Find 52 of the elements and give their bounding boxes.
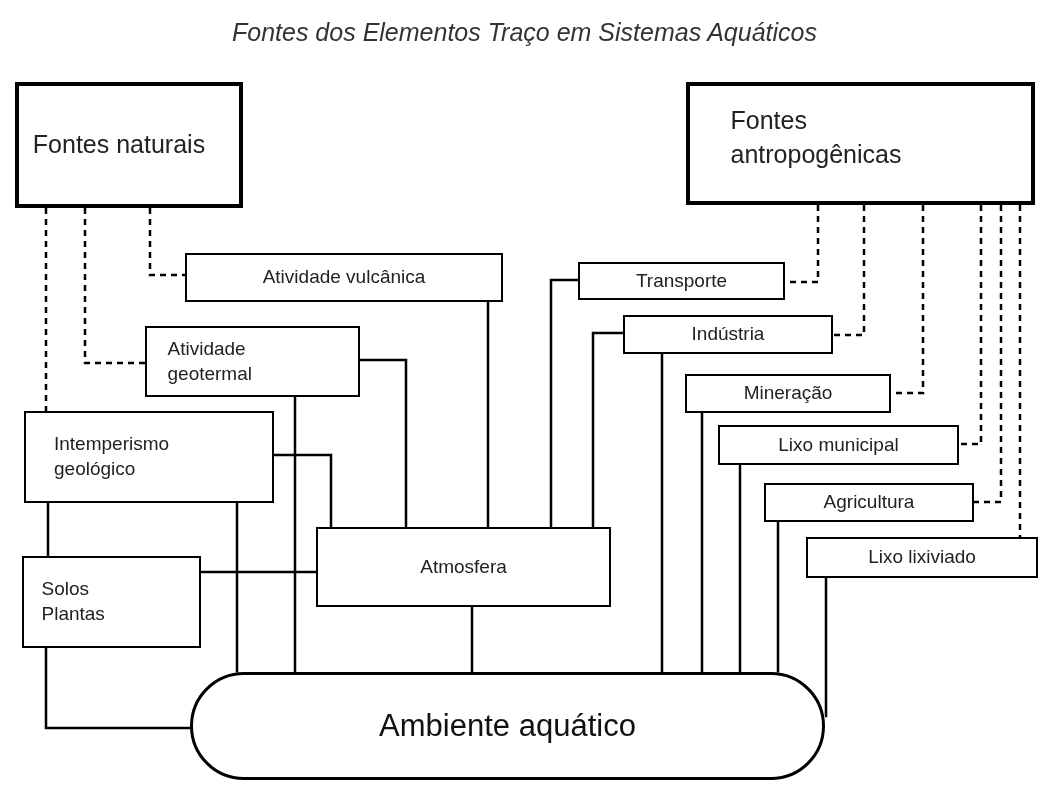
node-label: Atividade vulcânica [262,265,426,290]
process-box [578,262,785,300]
connector-line [660,354,664,672]
connector-line [591,331,623,527]
connector-line [360,358,408,527]
diagram-title: Fontes dos Elementos Traço em Sistemas Aquáticos [231,18,818,47]
connector-line [486,302,490,527]
dashed-connector [148,208,185,277]
node-label: Intemperismo geológico [54,432,171,481]
connector-line [776,522,780,673]
connector-line [293,397,297,672]
connector-line [46,503,50,556]
dashed-connector [959,205,983,446]
source-box [15,82,243,208]
node-label: Transporte [635,268,728,293]
node-label: Mineração [743,381,833,406]
process-box [764,483,974,522]
node-label: Lixo municipal [778,432,899,457]
node-label: Solos Plantas [41,577,106,626]
process-box [22,556,201,648]
connector-line [274,453,333,527]
process-box [185,253,503,302]
process-box [623,315,833,354]
process-box [685,374,891,413]
process-box [24,411,274,503]
terminal-shape [190,672,825,780]
dashed-connector [833,205,866,337]
process-box [316,527,611,607]
node-label: Fontes naturais [32,129,206,161]
connector-line [44,648,190,730]
connector-line [549,278,578,527]
connector-line [470,607,474,672]
dashed-connector [1018,205,1022,537]
connector-line [235,503,239,673]
connector-line [823,578,828,718]
process-box [145,326,360,397]
node-label: Agricultura [823,490,915,515]
node-label: Atividade geotermal [167,336,253,386]
node-label: Ambiente aquático [379,706,636,745]
process-box [718,425,959,465]
dashed-connector [974,205,1003,504]
connector-line [738,465,742,672]
dashed-connector [44,208,48,411]
process-box [806,537,1038,578]
dashed-connector [83,208,145,365]
source-box [686,82,1035,205]
node-label: Indústria [691,322,765,347]
node-label: Atmosfera [420,554,507,579]
node-label: Lixo lixiviado [868,545,976,570]
connector-line [201,570,316,574]
connector-line [700,413,704,672]
node-label: Fontes antropogênicas [730,104,903,170]
